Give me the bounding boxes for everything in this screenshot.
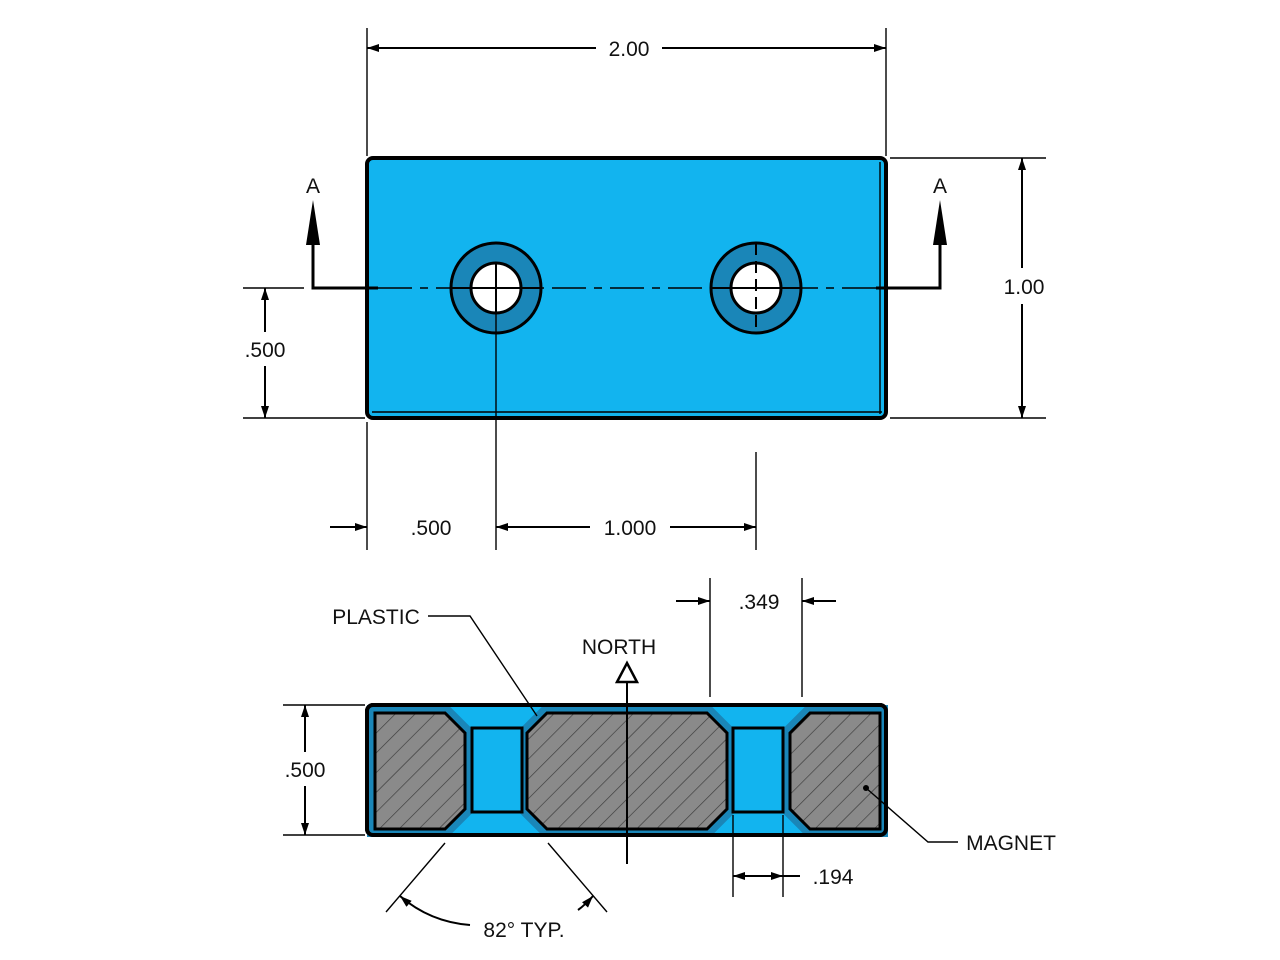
angle-dimension: 82° TYP. (385, 842, 608, 942)
top-view: 2.00 1.00 .500 .500 1.000 (243, 28, 1046, 550)
hole-right (709, 241, 803, 335)
counterbore-value: .349 (739, 591, 780, 614)
magnet-leader: MAGNET (863, 785, 1056, 855)
plastic-label: PLASTIC (332, 606, 420, 629)
magnet-right (788, 711, 882, 831)
dimension-section-height: .500 (283, 704, 365, 836)
magnet-left (373, 711, 467, 831)
dimension-height: 1.00 (890, 157, 1046, 419)
plastic-leader: PLASTIC (332, 606, 538, 717)
section-arrow-right: A (876, 175, 947, 290)
dimension-counterbore: .349 (676, 578, 836, 697)
section-label-right: A (933, 175, 947, 198)
dimension-hole: .194 (732, 815, 854, 897)
north-label: NORTH (582, 636, 656, 659)
dimension-hole-x: .500 1.000 (330, 314, 757, 550)
section-arrow-left: A (306, 175, 378, 290)
hole-left (449, 241, 543, 335)
section-label-left: A (306, 175, 320, 198)
dimension-width: 2.00 (366, 28, 887, 156)
hole-bore-right (731, 726, 785, 814)
hole-value: .194 (813, 866, 854, 889)
section-view: .500 .349 .194 NORTH PLASTIC (283, 578, 1056, 942)
width-value: 2.00 (609, 38, 650, 61)
section-height-value: .500 (285, 759, 326, 782)
height-value: 1.00 (1004, 276, 1045, 299)
dimension-hole-offset-y: .500 (243, 287, 365, 419)
hole-offset-x-value: .500 (411, 517, 452, 540)
north-arrow: NORTH (582, 636, 656, 864)
magnet-label: MAGNET (966, 832, 1056, 855)
angle-value: 82° TYP. (483, 919, 564, 942)
hole-spacing-value: 1.000 (604, 517, 657, 540)
hole-offset-y-value: .500 (245, 339, 286, 362)
hole-bore-left (470, 726, 524, 814)
